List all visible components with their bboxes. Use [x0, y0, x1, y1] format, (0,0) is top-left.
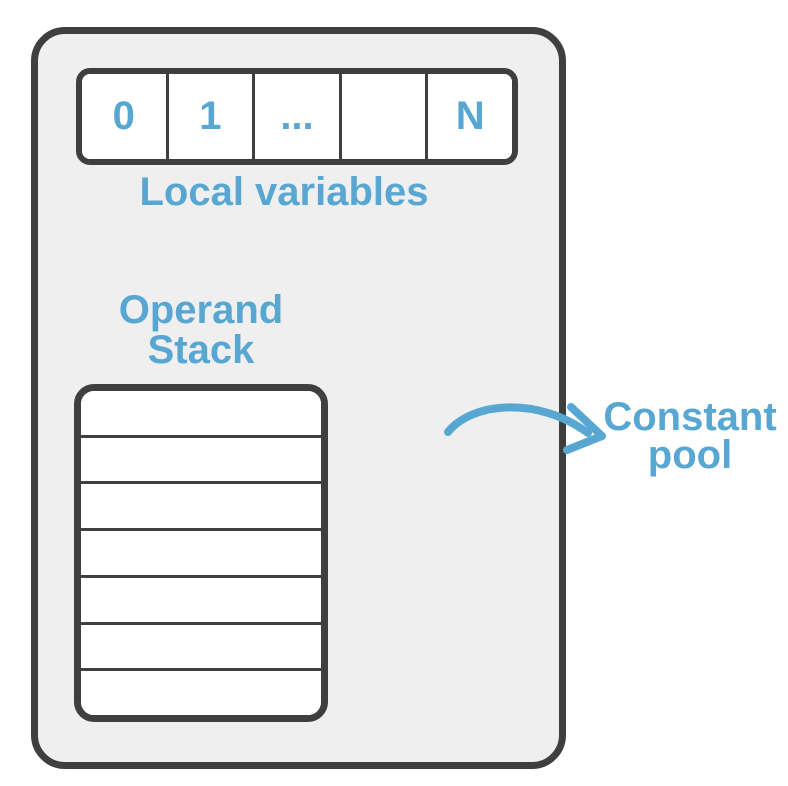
operand-stack-label-line2: Stack [147, 328, 255, 372]
operand-stack-label: Operand Stack [74, 290, 328, 370]
operand-stack-slot-1 [81, 434, 321, 482]
constant-pool-label-line2: pool [647, 433, 733, 477]
operand-stack-slot-3 [81, 528, 321, 575]
operand-stack-slot-4 [81, 574, 321, 622]
operand-stack-box [74, 384, 328, 722]
local-variable-cell-0: 0 [82, 74, 166, 159]
constant-pool-label: Constant pool [598, 395, 782, 477]
operand-stack-slot-5 [81, 621, 321, 669]
local-variable-cell-2: ... [252, 74, 339, 159]
operand-stack-label-line1: Operand [118, 288, 284, 332]
curved-arrow-icon [444, 403, 606, 454]
operand-stack-slot-6 [81, 668, 321, 715]
constant-pool-label-line1: Constant [603, 395, 777, 439]
local-variables-label: Local variables [139, 170, 429, 214]
local-variable-cell-3 [338, 74, 426, 159]
operand-stack-slot-0 [81, 391, 321, 435]
operand-stack-slot-2 [81, 481, 321, 529]
local-variable-cell-4: N [425, 74, 512, 159]
local-variable-cell-1: 1 [165, 74, 253, 159]
